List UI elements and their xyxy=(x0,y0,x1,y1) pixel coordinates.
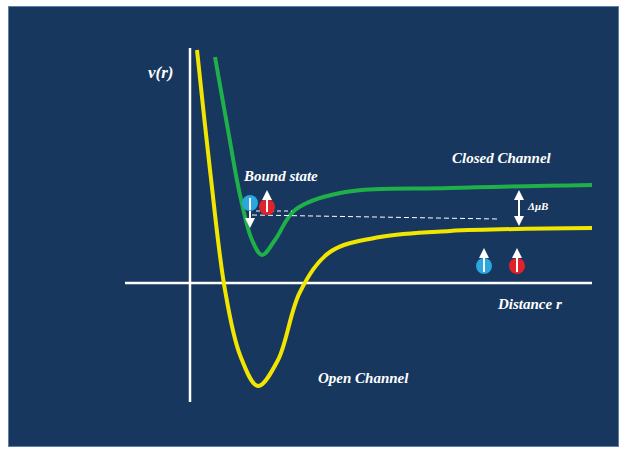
state-label: Bound state xyxy=(244,168,318,185)
energy-label: ΔμB xyxy=(528,200,548,212)
energy-gap-arrow xyxy=(518,192,520,224)
y-axis xyxy=(189,48,192,402)
channel-label: Closed Channel xyxy=(452,150,551,167)
spin-arrow xyxy=(249,198,251,210)
open-channel-curve xyxy=(197,50,592,386)
channel-label: Open Channel xyxy=(318,370,408,387)
bound-level-line xyxy=(252,215,498,219)
spin-arrow xyxy=(516,250,518,272)
spin-arrow xyxy=(266,192,268,212)
axis-label: Distance r xyxy=(498,296,562,313)
closed-channel-curve xyxy=(215,57,592,255)
background-panel xyxy=(8,6,619,447)
x-axis xyxy=(125,282,592,285)
axis-label: v(r) xyxy=(148,64,173,83)
spin-arrow xyxy=(483,250,485,272)
atom xyxy=(242,195,258,211)
spin-arrow xyxy=(249,210,251,226)
